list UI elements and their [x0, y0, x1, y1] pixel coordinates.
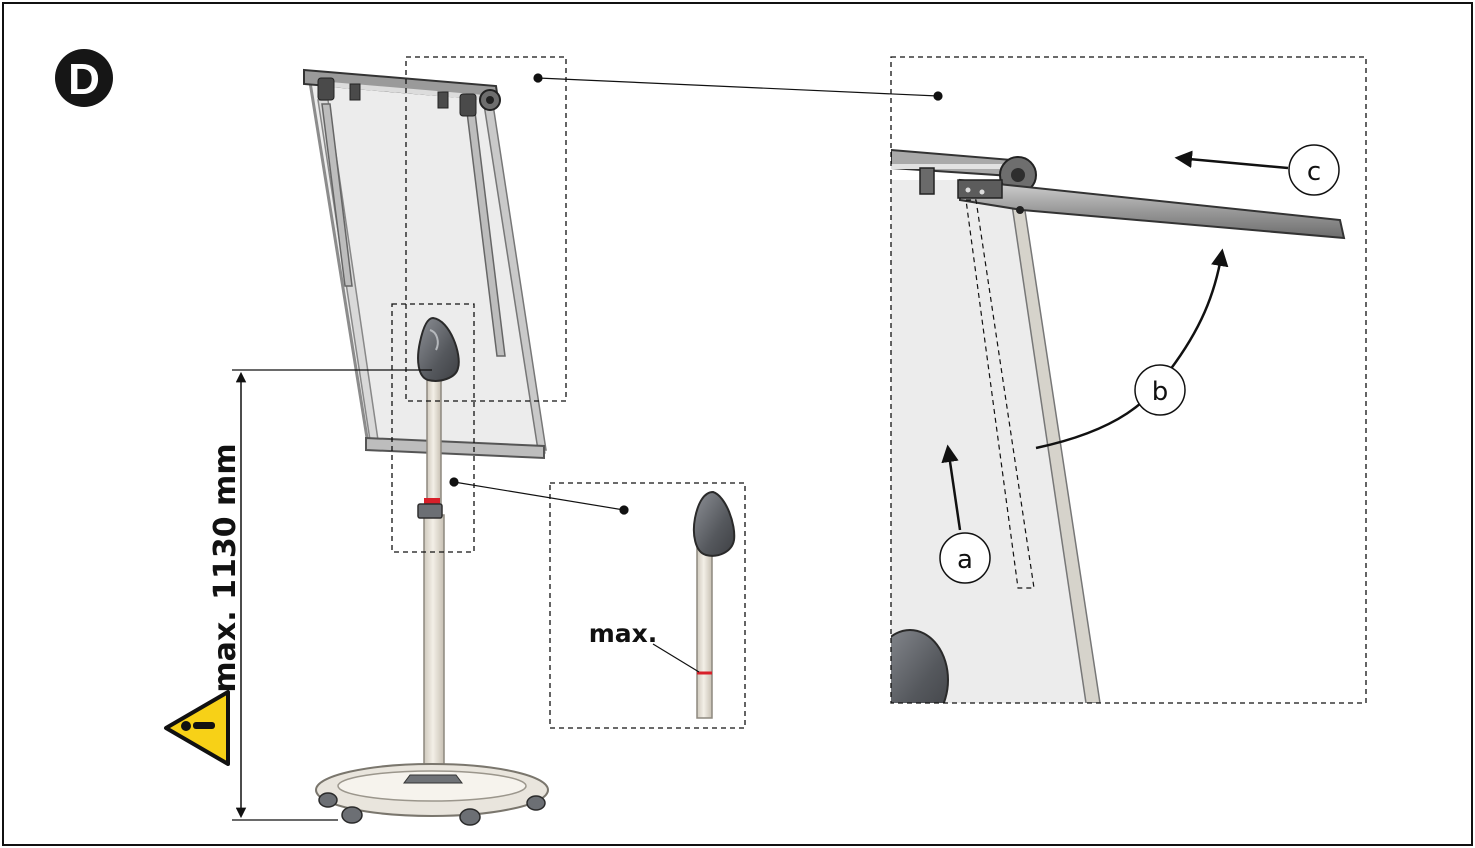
step-badge-label: D — [68, 55, 100, 104]
arrow-a — [941, 444, 962, 531]
detail-box-pole — [391, 303, 475, 553]
callout-c-label: c — [1307, 157, 1321, 187]
red-height-marker — [424, 498, 440, 504]
detail-box-enlarged — [890, 56, 1367, 704]
round-base — [315, 763, 549, 826]
max-marker-label: max. — [589, 619, 658, 648]
warning-triangle-icon — [164, 690, 230, 766]
callout-c: c — [1288, 144, 1340, 196]
max-leader-line — [652, 643, 700, 673]
flipchart-main — [303, 56, 567, 826]
height-limit-label: max. 1130 mm — [208, 443, 243, 692]
pole-detail-panel: max. — [549, 482, 746, 729]
telescopic-pole-lower — [423, 514, 445, 781]
marker-tray — [365, 436, 545, 460]
callout-a: a — [939, 532, 991, 584]
pole-head-cap — [417, 316, 460, 382]
step-badge: D — [55, 49, 113, 107]
arrow-b — [1035, 248, 1229, 450]
height-dimension: max. 1130 mm — [208, 369, 432, 821]
detail-board-surface — [891, 180, 1095, 703]
detail-head-cap — [692, 490, 736, 557]
leader-lines — [449, 73, 943, 515]
left-paper-arm — [321, 103, 353, 287]
arrow-c — [1174, 150, 1289, 170]
top-detail-panel: a b c — [890, 56, 1367, 704]
callout-b: b — [1134, 364, 1186, 416]
callout-a-label: a — [957, 545, 973, 575]
callout-b-label: b — [1152, 377, 1169, 407]
height-clamp — [417, 503, 443, 519]
detail-pole — [696, 539, 713, 719]
